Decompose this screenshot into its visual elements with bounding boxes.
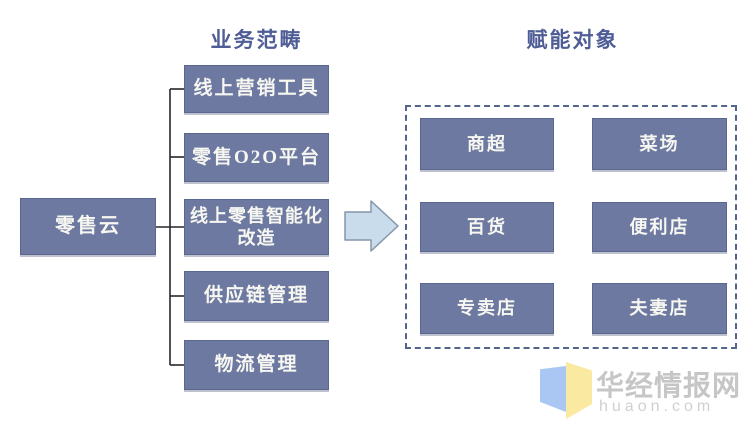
scope-box-logistics: 物流管理 [184,340,329,390]
scope-box-smart-retrofit: 线上零售智能化改造 [184,199,329,255]
target-box-department-store: 百货 [420,202,554,252]
business-scope-header: 业务范畴 [210,28,303,52]
bracket-connector [156,88,184,366]
flow-arrow [344,200,399,252]
target-box-specialty-store: 专卖店 [420,283,554,334]
scope-box-supply-chain: 供应链管理 [184,271,329,321]
watermark-site-url: huaon.com [599,398,715,415]
scope-box-o2o-platform: 零售O2O平台 [184,133,329,182]
target-box-food-market: 菜场 [592,118,727,170]
root-node-retail-cloud: 零售云 [20,198,156,255]
empower-region-border [405,105,737,349]
scope-box-online-marketing: 线上营销工具 [184,65,329,113]
empower-header: 赋能对象 [526,28,619,52]
target-box-mom-and-pop-store: 夫妻店 [592,283,727,334]
huaon-logo-icon-right [566,362,592,419]
huaon-logo-icon [540,366,566,412]
target-box-convenience-store: 便利店 [592,202,727,252]
watermark-site-name: 华经情报网 [596,370,742,401]
target-box-supermarket: 商超 [420,118,554,170]
